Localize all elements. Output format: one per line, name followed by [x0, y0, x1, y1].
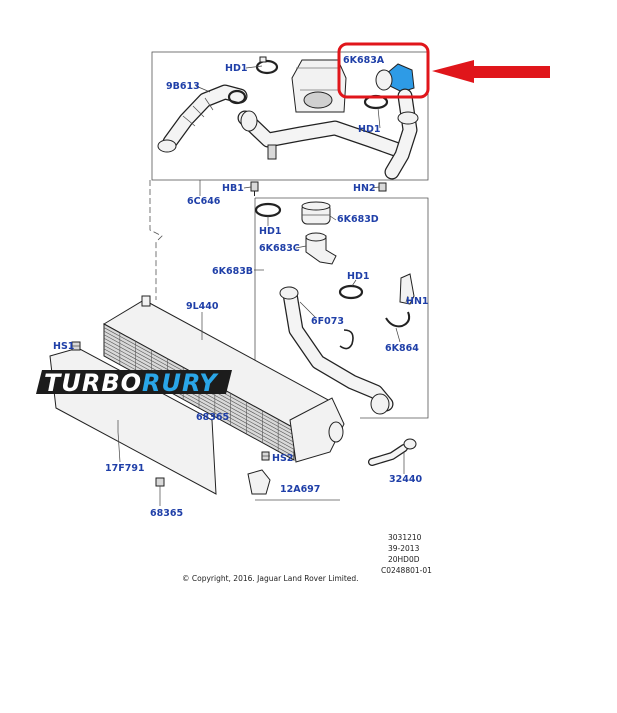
label-12a697: 12A697 [280, 484, 320, 495]
clamp-hd1-middle-right [338, 284, 364, 300]
clamp-hd1-upper-mid [227, 89, 247, 105]
label-6k864: 6K864 [385, 343, 419, 354]
watermark-part-2: RURY [142, 369, 219, 397]
leader-lines [72, 65, 409, 506]
bracket-12a697 [247, 451, 271, 495]
housing-part [291, 59, 347, 113]
label-hb1: HB1 [222, 183, 244, 194]
label-hd1-a: HD1 [225, 63, 247, 74]
ref-number-4: C0248801-01 [381, 566, 432, 575]
screw-68365-lower [155, 477, 165, 487]
ref-number-3: 20HD0D [388, 555, 420, 564]
label-6k683d: 6K683D [337, 214, 379, 225]
connector-dashed-line [149, 180, 163, 300]
label-32440: 32440 [389, 474, 422, 485]
label-hd1-d: HD1 [347, 271, 369, 282]
label-17f791: 17F791 [105, 463, 145, 474]
pipe-6k683c [305, 232, 337, 265]
middle-group-frame [255, 197, 429, 419]
bolt-hb1 [250, 181, 259, 196]
bracket-6k864 [385, 311, 411, 328]
label-hs1: HS1 [53, 341, 74, 352]
clip-6f073 [339, 329, 354, 350]
label-6k683c: 6K683C [259, 243, 300, 254]
hose-6f073 [279, 286, 394, 415]
hose-9b613 [157, 84, 248, 153]
highlight-box [337, 42, 430, 99]
label-hn1: HN1 [406, 296, 429, 307]
red-arrow-icon [432, 60, 550, 83]
label-68365-b: 68365 [150, 508, 183, 519]
watermark-part-1: TURBO [44, 369, 142, 397]
label-6k683b: 6K683B [212, 266, 253, 277]
bolt-hn2 [378, 182, 387, 192]
pipe-upper-right [384, 88, 419, 180]
hose-6c646 [237, 110, 406, 160]
ref-number-2: 39-2013 [388, 544, 420, 553]
label-68365-a: 68365 [196, 412, 229, 423]
label-hs2: HS2 [272, 453, 293, 464]
bracket-hn1 [399, 273, 415, 305]
copyright-notice: © Copyright, 2016. Jaguar Land Rover Lim… [182, 574, 359, 583]
label-6f073: 6F073 [311, 316, 344, 327]
pipe-6k683d [301, 201, 331, 225]
label-6c646: 6C646 [187, 196, 221, 207]
upper-group-frame [151, 51, 429, 181]
label-hd1-c: HD1 [259, 226, 281, 237]
hose-32440 [368, 438, 417, 466]
svg-text:TURBORURY: TURBORURY [44, 369, 219, 397]
label-hn2: HN2 [353, 183, 376, 194]
label-6k683a: 6K683A [343, 55, 385, 66]
label-9l440: 9L440 [186, 301, 219, 312]
label-9b613: 9B613 [166, 81, 200, 92]
ref-number-1: 3031210 [388, 533, 422, 542]
label-hd1-b: HD1 [358, 124, 380, 135]
turborury-watermark-logo: TURBORURY [36, 369, 232, 397]
hose-6k683a-highlighted [375, 63, 415, 93]
clamp-hd1-middle-left [254, 202, 282, 218]
clamp-hd1-upper-left [255, 56, 279, 75]
